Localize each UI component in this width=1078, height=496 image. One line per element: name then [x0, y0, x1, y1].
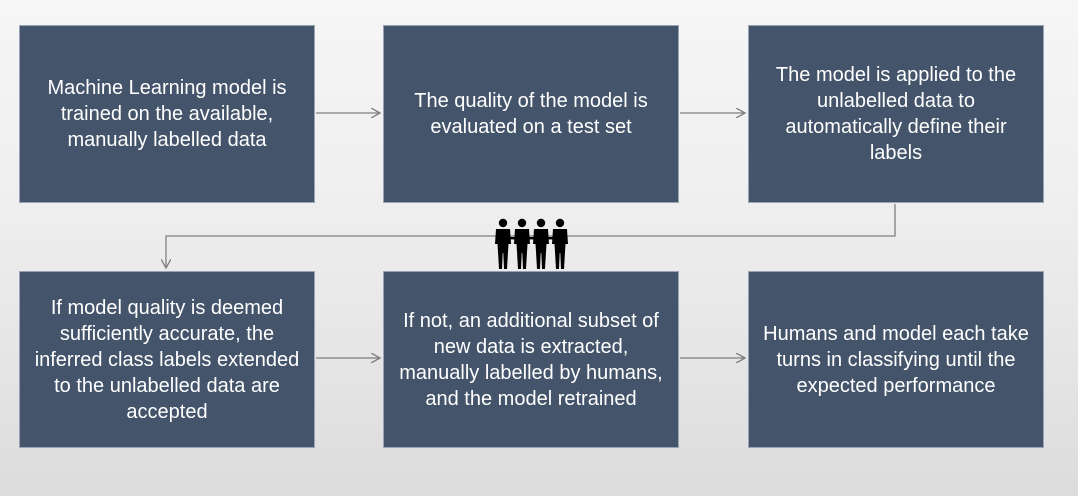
step-box-5: If not, an additional subset of new data…: [383, 271, 679, 448]
step-1-text: Machine Learning model is trained on the…: [47, 77, 287, 151]
step-box-1: Machine Learning model is trained on the…: [19, 25, 315, 203]
group-of-people-icon: [495, 218, 568, 269]
step-6-text: Humans and model each take turns in clas…: [763, 322, 1029, 397]
step-2-text: The quality of the model is evaluated on…: [414, 90, 648, 138]
step-5-text: If not, an additional subset of new data…: [399, 309, 663, 410]
step-box-6: Humans and model each take turns in clas…: [748, 271, 1044, 448]
step-4-text: If model quality is deemed sufficiently …: [34, 296, 300, 423]
step-3-text: The model is applied to the unlabelled d…: [775, 64, 1017, 164]
step-box-3: The model is applied to the unlabelled d…: [748, 25, 1044, 203]
step-box-2: The quality of the model is evaluated on…: [383, 25, 679, 203]
arrow-3-to-4: [166, 204, 896, 268]
step-box-4: If model quality is deemed sufficiently …: [19, 271, 315, 448]
